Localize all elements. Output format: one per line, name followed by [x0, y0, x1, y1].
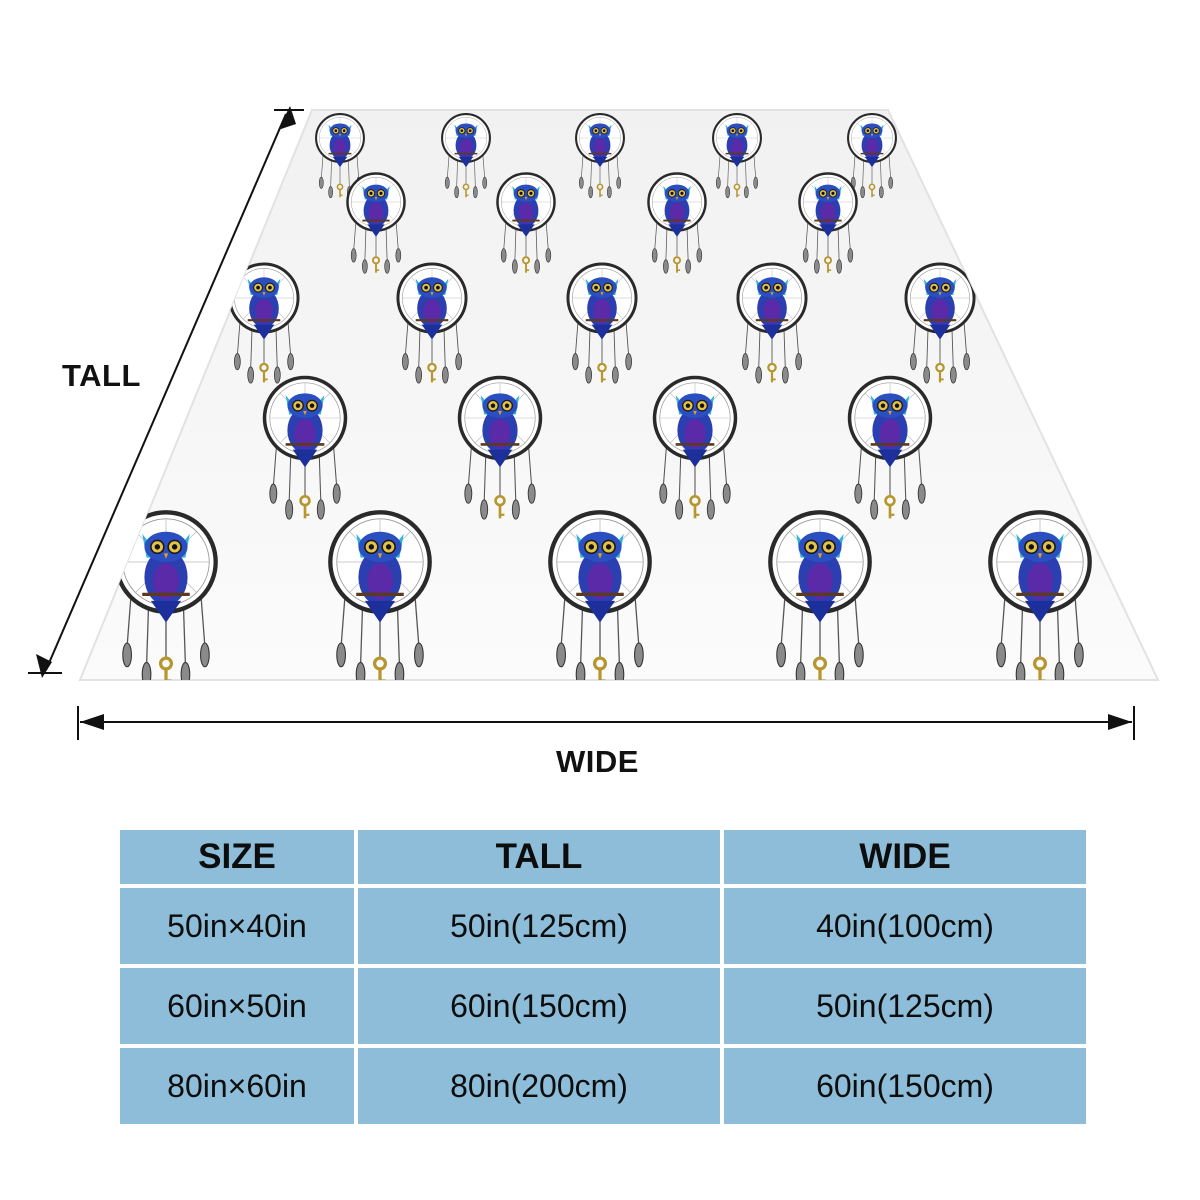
header-size: SIZE	[120, 830, 354, 884]
cell-tall: 80in(200cm)	[358, 1048, 720, 1124]
table-row: 80in×60in 80in(200cm) 60in(150cm)	[120, 1048, 1086, 1128]
cell-size: 60in×50in	[120, 968, 354, 1044]
wide-dimension-arrow	[77, 706, 1135, 740]
table-row: 60in×50in 60in(150cm) 50in(125cm)	[120, 968, 1086, 1048]
table-row: 50in×40in 50in(125cm) 40in(100cm)	[120, 888, 1086, 968]
cell-tall: 50in(125cm)	[358, 888, 720, 964]
wide-label: WIDE	[556, 744, 639, 779]
header-wide: WIDE	[724, 830, 1086, 884]
cell-size: 50in×40in	[120, 888, 354, 964]
cell-wide: 50in(125cm)	[724, 968, 1086, 1044]
header-tall: TALL	[358, 830, 720, 884]
tall-dimension-arrow	[28, 106, 304, 678]
blanket-illustration	[28, 106, 1160, 740]
cell-size: 80in×60in	[120, 1048, 354, 1124]
cell-wide: 40in(100cm)	[724, 888, 1086, 964]
table-header-row: SIZE TALL WIDE	[120, 830, 1086, 888]
size-table: SIZE TALL WIDE 50in×40in 50in(125cm) 40i…	[120, 830, 1086, 1160]
cell-tall: 60in(150cm)	[358, 968, 720, 1044]
cell-wide: 60in(150cm)	[724, 1048, 1086, 1124]
tall-label: TALL	[62, 358, 141, 393]
